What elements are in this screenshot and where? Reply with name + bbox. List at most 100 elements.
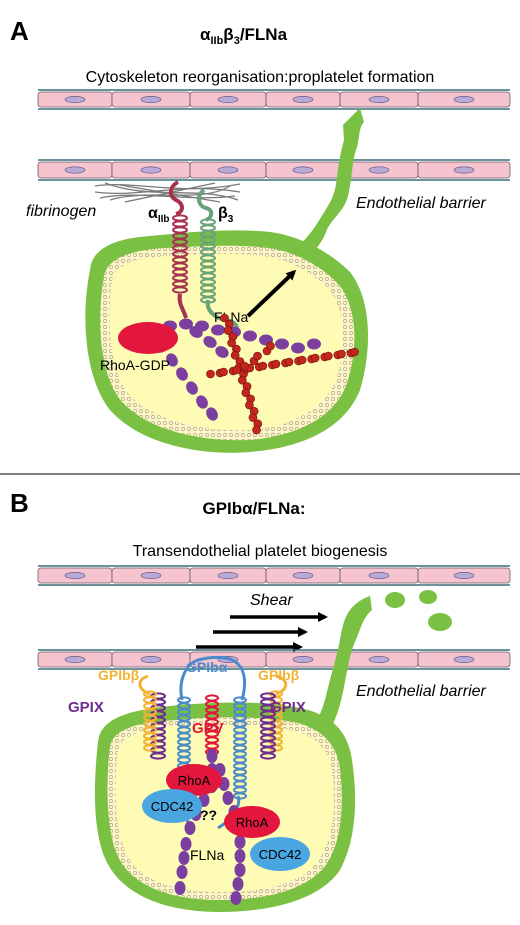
cell-nucleus xyxy=(453,166,475,174)
protrusion-arrow xyxy=(246,269,297,318)
flna-bead xyxy=(275,338,289,350)
gpix-helix-turn xyxy=(150,752,166,760)
actin-monomer xyxy=(337,349,346,359)
gpib-beta-left-receptor xyxy=(138,674,157,752)
panel-a-title-rest: /FLNa xyxy=(240,25,288,44)
actin-monomer xyxy=(284,357,294,367)
flna-bead xyxy=(307,338,321,350)
flna-bead xyxy=(215,346,229,358)
alpha-iib-helix-turn xyxy=(172,214,188,222)
cell-nucleus xyxy=(453,96,475,104)
rhoa-label-2: RhoA xyxy=(236,815,269,830)
cell-nucleus xyxy=(140,571,162,579)
alpha-iib-label: αIIb xyxy=(148,205,170,225)
cell-nucleus xyxy=(292,571,314,579)
gpib-beta-helix-turn xyxy=(143,744,157,752)
fibrinogen-mesh xyxy=(94,182,241,203)
megakaryocyte-b xyxy=(94,702,356,912)
cell-nucleus xyxy=(368,571,390,579)
flna-bead xyxy=(174,881,186,895)
endothelium-top-b xyxy=(37,565,511,586)
alpha-iib-helix-turn xyxy=(172,226,188,234)
actin-monomer xyxy=(258,361,268,371)
flna-bead xyxy=(206,749,218,763)
actin-monomer xyxy=(350,347,359,357)
actin-monomer xyxy=(232,365,241,375)
flna-bead xyxy=(178,851,190,865)
gpv-label: GPV xyxy=(192,720,224,737)
cell-nucleus xyxy=(368,166,390,174)
endothelium-top-a xyxy=(37,89,511,110)
panel-b-barrier-label: Endothelial barrier xyxy=(356,683,487,700)
gpib-beta-right-label: GPIbβ xyxy=(258,667,300,683)
gpv-helix-turn xyxy=(205,694,219,702)
panel-b-letter: B xyxy=(10,488,29,518)
actin-monomer xyxy=(248,413,258,422)
panel-a: A αIIbβ3/FLNa Cytoskeleton reorganisatio… xyxy=(10,16,511,453)
alpha-iib-integrin xyxy=(169,180,188,319)
megakaryocyte-a xyxy=(85,230,369,453)
unknown-interaction-label: ?? xyxy=(200,807,217,823)
actin-monomer xyxy=(297,355,307,365)
cell-nucleus xyxy=(64,571,86,579)
panel-a-title-alpha-sub: IIb xyxy=(210,35,223,47)
gpix-helix-turn xyxy=(260,752,276,760)
cell-nucleus xyxy=(217,571,239,579)
flna-bead xyxy=(230,891,242,905)
endothelium-bottom-b xyxy=(37,649,511,670)
actin-monomer xyxy=(219,367,228,377)
beta3-label-main: β xyxy=(218,205,228,222)
proplatelet-protrusion-a xyxy=(285,108,364,268)
flna-bead xyxy=(176,367,188,381)
cell-nucleus xyxy=(292,655,314,663)
flna-bead xyxy=(203,336,217,348)
gpix-right-receptor xyxy=(260,692,276,760)
cell-nucleus xyxy=(217,166,239,174)
shear-label: Shear xyxy=(250,592,293,609)
alpha-iib-label-sub: IIb xyxy=(158,214,170,225)
gpib-alpha-helix-turn xyxy=(177,696,191,704)
actin-monomer xyxy=(240,361,249,371)
gpib-alpha-label: GPIbα xyxy=(186,659,228,675)
cell-nucleus xyxy=(292,166,314,174)
panel-b-title: GPIbα/FLNa: xyxy=(202,499,305,518)
gpix-left-label: GPIX xyxy=(68,699,104,716)
cell-nucleus xyxy=(64,166,86,174)
cell-nucleus xyxy=(368,655,390,663)
cell-nucleus xyxy=(292,96,314,104)
cell-nucleus xyxy=(140,96,162,104)
flna-bead xyxy=(180,837,192,851)
cell-nucleus xyxy=(368,96,390,104)
actin-monomer xyxy=(223,326,233,335)
actin-monomer xyxy=(206,369,215,379)
panel-b-vessel-caption: Transendothelial platelet biogenesis xyxy=(133,543,388,560)
actin-filaments xyxy=(206,313,359,435)
panel-b: B GPIbα/FLNa: Transendothelial platelet … xyxy=(10,488,511,912)
actin-monomer xyxy=(241,388,251,397)
actin-monomer xyxy=(237,375,247,385)
cell-nucleus xyxy=(140,166,162,174)
alpha-iib-helix-turn xyxy=(172,220,188,228)
beta3-label: β3 xyxy=(218,205,234,225)
beta3-label-sub: 3 xyxy=(228,214,234,225)
rhoa-label-1: RhoA xyxy=(178,773,211,788)
flna-bead xyxy=(196,395,208,409)
endothelium-bottom-a xyxy=(37,159,511,181)
cdc42-blob-2 xyxy=(250,837,310,871)
actin-monomer xyxy=(253,351,262,361)
flna-bead xyxy=(189,326,203,338)
gpib-beta-left-label: GPIbβ xyxy=(98,667,140,683)
shear-arrows xyxy=(196,612,328,652)
fibrinogen-label: fibrinogen xyxy=(26,203,96,220)
flna-bead xyxy=(234,835,246,849)
flna-bead xyxy=(176,865,188,879)
panel-a-title-beta-sub: 3 xyxy=(234,35,240,47)
cell-nucleus xyxy=(453,655,475,663)
alpha-iib-helix-turn xyxy=(172,286,188,294)
beta3-helix-turn xyxy=(200,224,216,232)
rhoa-gdp-blob xyxy=(118,322,178,354)
rhoa-blob-1 xyxy=(166,764,222,796)
gpib-alpha-helix-turn xyxy=(233,696,247,704)
actin-monomer xyxy=(220,313,229,323)
